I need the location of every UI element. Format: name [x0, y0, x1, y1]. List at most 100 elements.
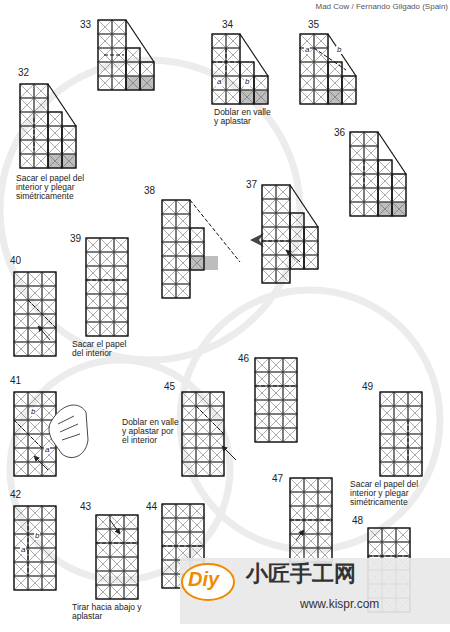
valley-fold [86, 280, 128, 281]
crease [254, 90, 268, 104]
grid-cell [110, 529, 124, 543]
crease [100, 238, 114, 252]
step-number: 46 [238, 354, 254, 365]
crease [14, 576, 28, 590]
grid-cell [176, 214, 190, 228]
instruction-text: Sacar el papel del interior y plegar sim… [350, 480, 444, 507]
grid-cell [240, 90, 254, 104]
grid-cell [364, 202, 378, 216]
model-outline [328, 62, 342, 104]
crease [124, 543, 138, 557]
grid-cell [114, 322, 128, 336]
grid-cell [212, 48, 226, 62]
crease [42, 562, 56, 576]
crease [14, 392, 28, 406]
crease [283, 386, 297, 400]
step-number: 47 [272, 474, 288, 485]
grid-cell [290, 213, 304, 227]
crease [28, 342, 42, 356]
grid-cell [269, 428, 283, 442]
grid-cell [176, 200, 190, 214]
grid-cell [190, 518, 204, 532]
grid-cell [42, 286, 56, 300]
model-outline [300, 34, 328, 104]
crease [96, 515, 110, 529]
crease [62, 140, 76, 154]
grid-cell [176, 270, 190, 284]
grid-cell [212, 34, 226, 48]
grid-cell [408, 448, 422, 462]
crease [100, 322, 114, 336]
grid-cell [269, 400, 283, 414]
crease [196, 420, 210, 434]
crease [182, 392, 196, 406]
step-number: 37 [246, 180, 262, 191]
grid-cell [20, 126, 34, 140]
grid-cell [34, 140, 48, 154]
step-number: 32 [18, 68, 34, 79]
crease [314, 34, 328, 48]
edge-line [378, 132, 406, 174]
grid-cell [210, 462, 224, 476]
grid-cell [96, 543, 110, 557]
grid-cell [290, 506, 304, 520]
gray-face [140, 76, 154, 90]
grid-cell [304, 506, 318, 520]
valley-fold [290, 520, 332, 521]
crease [34, 154, 48, 168]
grid-cell [255, 358, 269, 372]
crease [392, 174, 406, 188]
crease [255, 372, 269, 386]
crease [328, 90, 342, 104]
gray-face [48, 154, 62, 168]
grid-cell [42, 272, 56, 286]
crease [100, 308, 114, 322]
grid-cell [114, 266, 128, 280]
grid-cell [328, 76, 342, 90]
valley-fold [162, 546, 204, 547]
crease [314, 90, 328, 104]
grid-cell [380, 434, 394, 448]
instruction-text: Sacar el papel del interior [72, 340, 138, 358]
crease [42, 392, 56, 406]
crease [190, 546, 204, 560]
step-number: 33 [80, 20, 96, 31]
grid-cell [314, 62, 328, 76]
grid-cell [176, 518, 190, 532]
grid-cell [98, 76, 112, 90]
grid-cell [176, 546, 190, 560]
grid-cell [96, 571, 110, 585]
crease [364, 146, 378, 160]
crease [28, 328, 42, 342]
grid-cell [318, 506, 332, 520]
grid-cell [14, 520, 28, 534]
edge-line [240, 34, 268, 76]
crease [226, 90, 240, 104]
crease [48, 126, 62, 140]
crease [408, 434, 422, 448]
grid-cell [283, 358, 297, 372]
crease [262, 227, 276, 241]
step-number: 44 [146, 502, 162, 513]
crease [98, 20, 112, 34]
grid-cell [364, 174, 378, 188]
fold-figure [14, 506, 56, 590]
grid-cell [394, 448, 408, 462]
grid-cell [162, 560, 176, 574]
grid-cell [380, 448, 394, 462]
watermark: Diy [188, 569, 232, 590]
swirl [10, 360, 230, 580]
crease [42, 286, 56, 300]
grid-cell [14, 406, 28, 420]
grid-cell [190, 228, 204, 242]
crease [394, 448, 408, 462]
grid-cell [276, 185, 290, 199]
crease [86, 280, 100, 294]
grid-cell [342, 76, 356, 90]
grid-cell [226, 90, 240, 104]
watermark: www.kispr.com [300, 598, 410, 611]
valley-fold [368, 556, 410, 557]
crease [262, 269, 276, 283]
crease [110, 557, 124, 571]
grid-cell [14, 448, 28, 462]
